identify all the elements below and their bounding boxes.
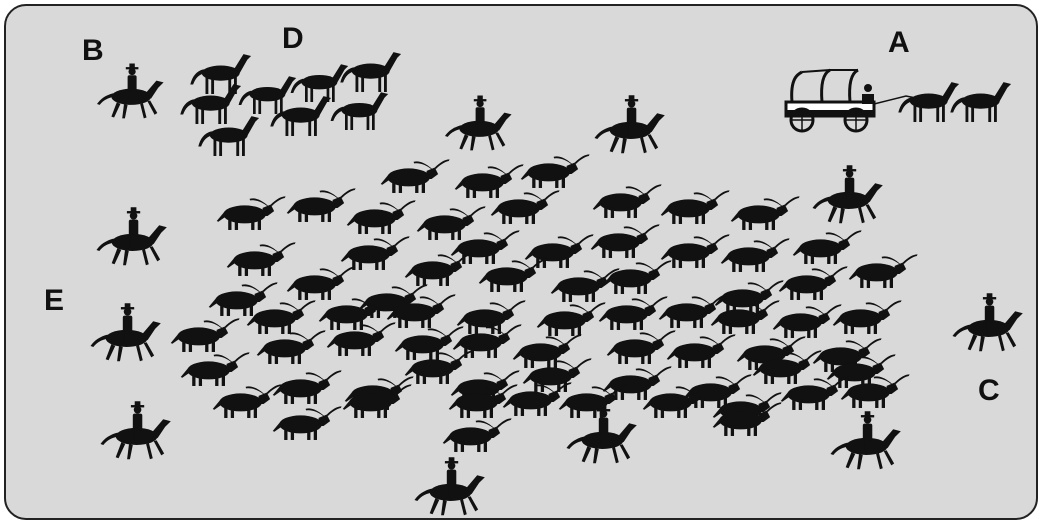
steer-icon: [512, 334, 582, 368]
label-d: D: [282, 22, 304, 55]
steer-icon: [592, 184, 662, 218]
steer-icon: [216, 196, 286, 230]
rider-icon-e-middle: [90, 303, 161, 362]
steer-icon: [346, 200, 416, 234]
remuda-horse-group: [180, 52, 402, 156]
steer-icon: [416, 206, 486, 240]
rider-icon-bottom-right: [830, 411, 901, 470]
steer-icon: [602, 260, 672, 294]
steer-icon: [212, 384, 282, 418]
steer-icon: [340, 236, 410, 270]
steer-icon: [380, 159, 450, 193]
rider-icon-bottom-left: [414, 457, 485, 516]
steer-icon: [286, 188, 356, 222]
cattle-drive-scene: [90, 52, 1023, 516]
steer-icon: [226, 242, 296, 276]
steer-icon: [660, 234, 730, 268]
steer-icon: [456, 300, 526, 334]
chuck-wagon-icon: [784, 68, 1012, 133]
cattle-drive-diagram: A B C D E: [4, 4, 1038, 520]
steer-icon: [490, 190, 560, 224]
steer-icon: [780, 376, 850, 410]
label-b: B: [82, 34, 104, 67]
steer-icon: [536, 302, 606, 336]
steer-icon: [730, 196, 800, 230]
steer-icon: [524, 234, 594, 268]
steer-icon: [256, 330, 326, 364]
steer-icon: [520, 154, 590, 188]
steer-icon: [658, 294, 728, 328]
steer-icon: [778, 266, 848, 300]
rider-icon-e-top: [96, 207, 167, 266]
steer-icon: [590, 224, 660, 258]
steer-icon: [442, 418, 512, 452]
steer-icon: [286, 266, 356, 300]
rider-icon-point-left: [445, 95, 512, 151]
steer-icon: [832, 300, 902, 334]
steer-icon: [720, 238, 790, 272]
label-a: A: [888, 26, 910, 59]
steer-icon: [180, 352, 250, 386]
steer-icon: [550, 268, 620, 302]
steer-icon: [246, 300, 316, 334]
steer-icon: [394, 326, 464, 360]
steer-icon: [848, 254, 918, 288]
steer-icon: [272, 370, 342, 404]
rider-icon-point-right: [594, 95, 665, 154]
steer-icon: [660, 190, 730, 224]
steer-icon: [452, 324, 522, 358]
steer-icon: [598, 296, 668, 330]
label-e: E: [44, 284, 65, 317]
steer-icon: [792, 230, 862, 264]
steer-icon: [666, 334, 736, 368]
steer-icon: [558, 384, 628, 418]
steer-icon: [170, 318, 240, 352]
label-c: C: [978, 374, 1000, 407]
steer-icon: [272, 406, 342, 440]
rider-icon-flank-top-right: [812, 165, 883, 224]
steer-icon: [454, 164, 524, 198]
rider-icon-e-bottom: [100, 401, 171, 460]
rider-icon-b: [97, 63, 164, 119]
steer-icon: [772, 304, 842, 338]
cattle-herd: [170, 154, 918, 452]
steer-icon: [606, 330, 676, 364]
steer-icon: [714, 280, 784, 314]
steer-icon: [478, 258, 548, 292]
rider-icon-c: [952, 293, 1023, 352]
